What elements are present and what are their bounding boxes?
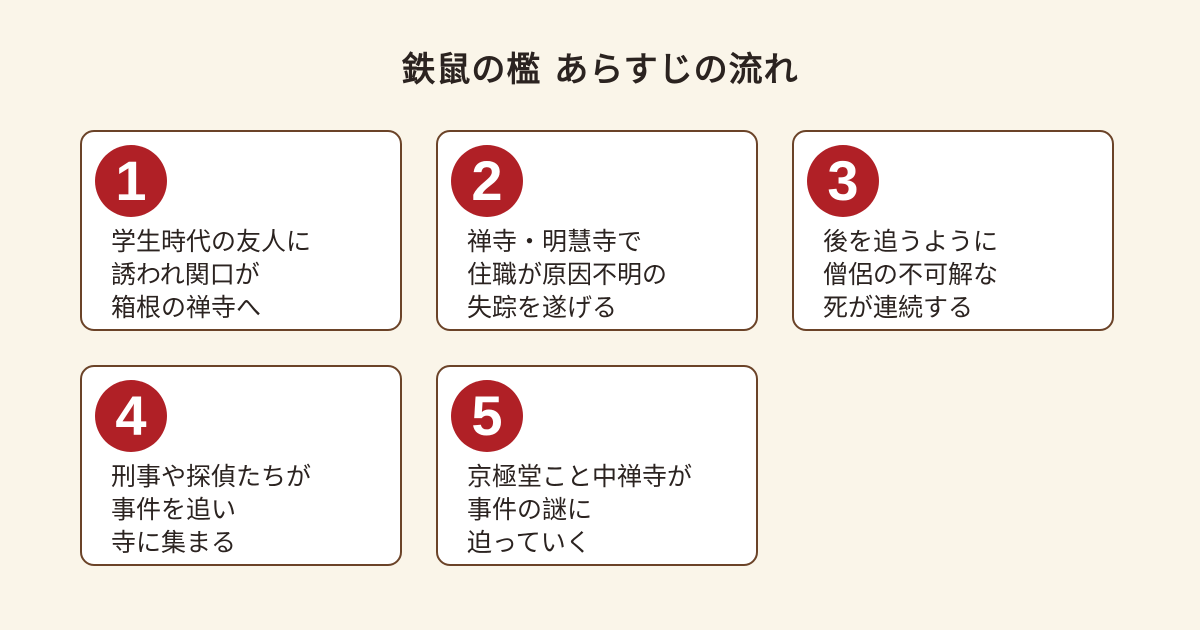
- page-title: 鉄鼠の檻 あらすじの流れ: [401, 50, 799, 90]
- step-text-line: 後を追うように: [823, 227, 999, 256]
- step-text-line: 迫っていく: [467, 528, 591, 557]
- step-description: 禅寺・明慧寺で 住職が原因不明の 失踪を遂げる: [467, 225, 747, 324]
- step-description: 学生時代の友人に 誘われ関口が 箱根の禅寺へ: [111, 225, 391, 324]
- step-number-badge: 1: [95, 145, 167, 217]
- step-card-3: 3 後を追うように 僧侶の不可解な 死が連続する: [792, 130, 1114, 331]
- step-card-4: 4 刑事や探偵たちが 事件を追い 寺に集まる: [80, 365, 402, 566]
- step-text-line: 京極堂こと中禅寺が: [467, 462, 693, 491]
- step-text-line: 失踪を遂げる: [467, 293, 618, 322]
- step-number-badge: 5: [451, 380, 523, 452]
- step-number-badge: 3: [807, 145, 879, 217]
- step-text-line: 刑事や探偵たちが: [111, 462, 312, 491]
- step-description: 刑事や探偵たちが 事件を追い 寺に集まる: [111, 460, 391, 559]
- step-text-line: 事件を追い: [111, 495, 237, 524]
- step-text-line: 誘われ関口が: [111, 260, 260, 289]
- step-text-line: 僧侶の不可解な: [823, 260, 999, 289]
- step-description: 後を追うように 僧侶の不可解な 死が連続する: [823, 225, 1103, 324]
- step-text-line: 禅寺・明慧寺で: [467, 227, 643, 256]
- step-text-line: 学生時代の友人に: [111, 227, 312, 256]
- step-text-line: 箱根の禅寺へ: [111, 293, 262, 322]
- step-card-5: 5 京極堂こと中禅寺が 事件の謎に 迫っていく: [436, 365, 758, 566]
- step-card-1: 1 学生時代の友人に 誘われ関口が 箱根の禅寺へ: [80, 130, 402, 331]
- step-text-line: 住職が原因不明の: [467, 260, 668, 289]
- step-text-line: 寺に集まる: [111, 528, 237, 557]
- step-number-badge: 2: [451, 145, 523, 217]
- step-text-line: 死が連続する: [823, 293, 974, 322]
- step-number-badge: 4: [95, 380, 167, 452]
- step-card-2: 2 禅寺・明慧寺で 住職が原因不明の 失踪を遂げる: [436, 130, 758, 331]
- step-text-line: 事件の謎に: [467, 495, 593, 524]
- step-description: 京極堂こと中禅寺が 事件の謎に 迫っていく: [467, 460, 747, 559]
